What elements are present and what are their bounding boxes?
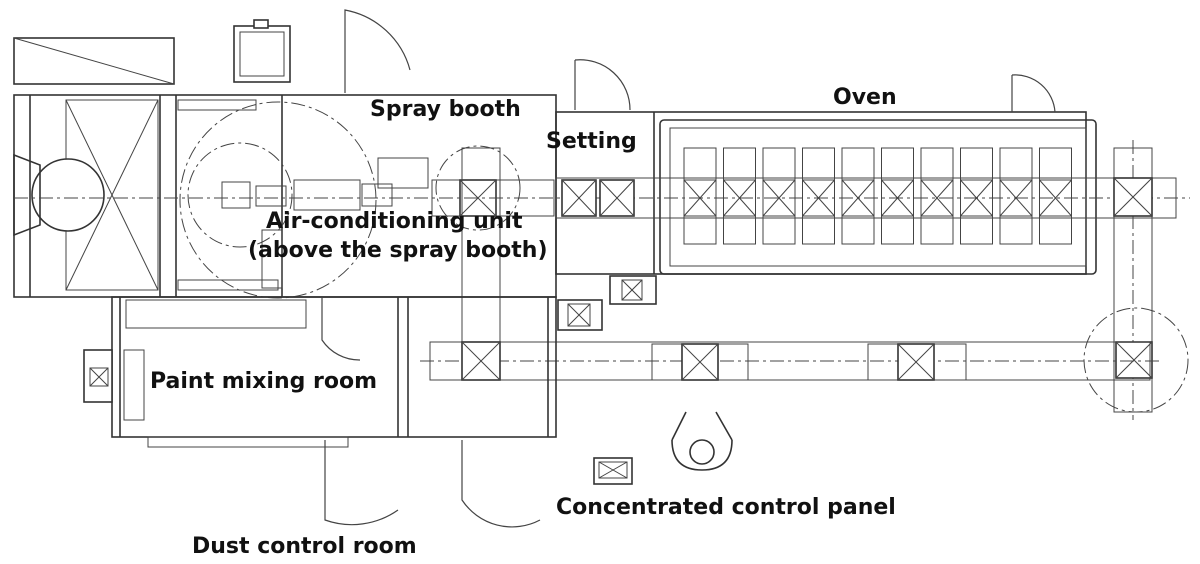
label-dust-control-room: Dust control room <box>192 534 417 559</box>
label-paint-mixing-room: Paint mixing room <box>150 369 377 394</box>
small-units <box>557 275 657 331</box>
fan-unit-top <box>233 19 291 83</box>
oven-cell <box>762 147 796 245</box>
oven-carrier <box>881 179 914 217</box>
setting-cross <box>599 179 635 217</box>
top-left-unit <box>13 37 175 85</box>
spray-booth-area <box>13 94 557 299</box>
conveyor-right <box>1083 140 1189 420</box>
oven-cell <box>802 147 835 245</box>
label-spray-booth: Spray booth <box>370 97 521 122</box>
label-setting: Setting <box>546 129 637 154</box>
oven-cell <box>723 147 756 245</box>
control-panel-icon <box>593 457 633 485</box>
label-oven: Oven <box>833 85 897 110</box>
lower-rooms <box>83 296 557 448</box>
conveyor-top <box>555 177 1177 219</box>
oven-cross <box>1039 179 1072 217</box>
oven-cell <box>960 147 993 245</box>
oven <box>659 119 1097 275</box>
oven-cell <box>920 147 954 245</box>
operator-icon <box>671 411 733 471</box>
oven-cell <box>683 147 717 245</box>
oven-cell <box>881 147 914 245</box>
oven-cell <box>1039 147 1072 245</box>
conveyor-bottom <box>420 147 1160 381</box>
oven-cross <box>920 179 954 217</box>
setting-cross <box>561 179 597 217</box>
label-air-unit-line1: Air-conditioning unit <box>266 209 523 234</box>
oven-cross <box>762 179 796 217</box>
label-air-unit-line2: (above the spray booth) <box>248 238 548 263</box>
doors <box>321 9 1056 528</box>
label-control-panel: Concentrated control panel <box>556 495 896 520</box>
oven-cell <box>999 147 1033 245</box>
oven-cell <box>841 147 875 245</box>
